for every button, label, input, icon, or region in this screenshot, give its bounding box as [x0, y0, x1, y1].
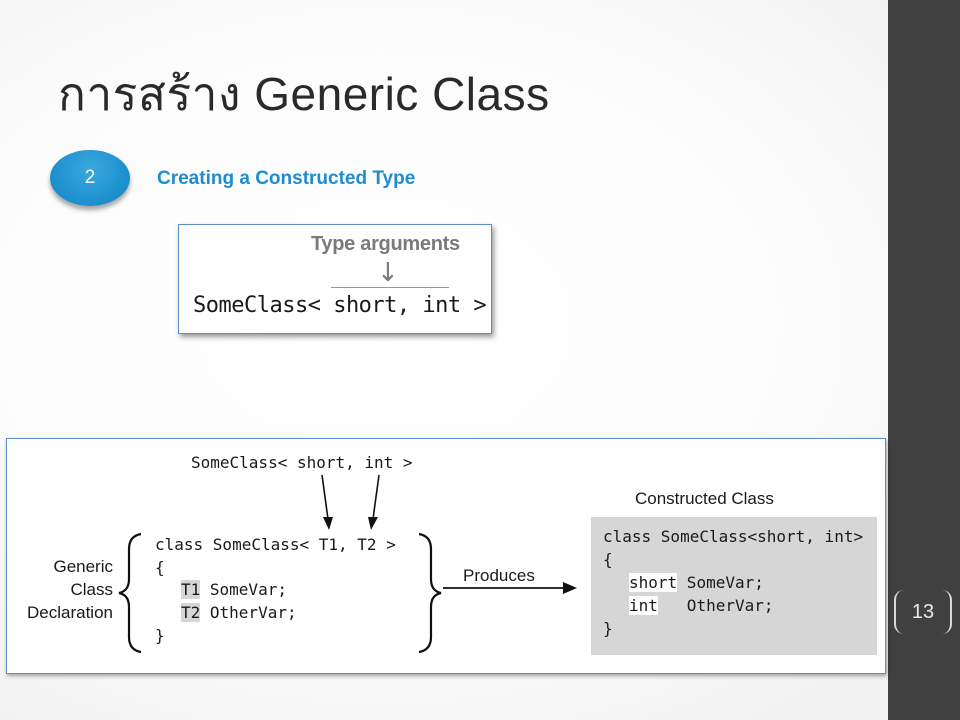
right-brace-icon: [418, 532, 442, 654]
step-title: Creating a Constructed Type: [157, 168, 416, 189]
type-arguments-label: Type arguments: [311, 233, 460, 255]
constructed-class-panel: class SomeClass<short, int> { short Some…: [591, 517, 877, 655]
constructed-code-line1: class SomeClass<short, int>: [603, 527, 864, 546]
diagram-top-code: SomeClass< short, int >: [191, 453, 413, 472]
type-arguments-figure: Type arguments ↓ SomeClass< short, int >: [178, 224, 492, 334]
generic-to-constructed-diagram: SomeClass< short, int > Generic Class De…: [6, 438, 886, 674]
produces-label: Produces: [463, 566, 535, 585]
left-brace-icon: [118, 532, 142, 654]
constructed-type-code: SomeClass< short, int >: [193, 293, 487, 318]
type-arguments-underline: [331, 287, 449, 288]
type-param-t2: T2: [181, 603, 201, 622]
generic-code-close-brace: }: [155, 626, 165, 645]
constructed-somevar-decl: SomeVar;: [677, 573, 764, 592]
type-param-t1: T1: [181, 580, 201, 599]
constructed-code-line4: int OtherVar;: [629, 596, 774, 616]
constructed-othervar-decl: OtherVar;: [657, 596, 774, 615]
type-arg-int: int: [629, 596, 658, 615]
page-number-panel: [888, 577, 960, 647]
down-arrow-icon: ↓: [377, 258, 399, 288]
constructed-class-label: Constructed Class: [635, 489, 774, 508]
constructed-code-open-brace: {: [603, 550, 613, 569]
slide-title: การสร้าง Generic Class: [58, 68, 550, 120]
page-number: 13: [894, 590, 952, 634]
diagram-connectors: [118, 474, 577, 654]
somevar-decl: SomeVar;: [200, 580, 287, 599]
othervar-decl: OtherVar;: [200, 603, 297, 622]
generic-code-line3: T1 SomeVar;: [181, 580, 287, 600]
generic-code-open-brace: {: [155, 558, 165, 577]
arrow-to-t2-icon: [372, 474, 380, 520]
arrow-to-t1-icon: [321, 474, 329, 520]
constructed-code-close-brace: }: [603, 619, 613, 638]
side-label-generic: Generic: [53, 557, 113, 576]
generic-code-line4: T2 OtherVar;: [181, 603, 297, 623]
generic-code-line1: class SomeClass< T1, T2 >: [155, 535, 396, 554]
constructed-code-line3: short SomeVar;: [629, 573, 764, 593]
side-label-class: Class: [70, 580, 113, 599]
type-arg-short: short: [629, 573, 678, 592]
side-label-declaration: Declaration: [27, 603, 113, 622]
step-number-badge: 2: [50, 150, 130, 206]
